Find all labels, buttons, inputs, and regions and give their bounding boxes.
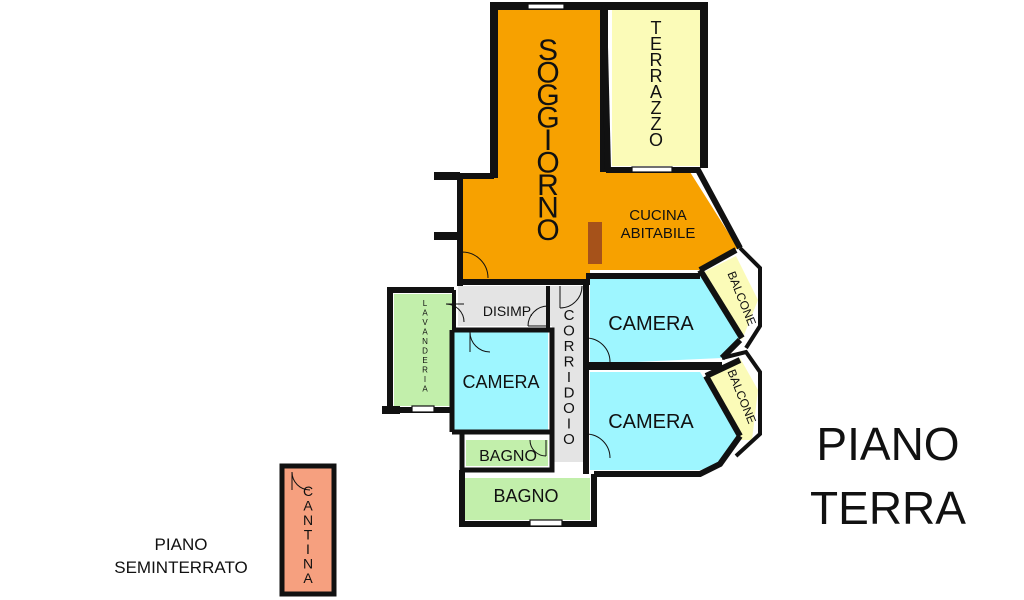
windows bbox=[411, 3, 673, 527]
bagno-small-area bbox=[466, 440, 548, 466]
walls bbox=[279, 2, 762, 597]
piano-terra-line2: TERRA bbox=[810, 482, 966, 534]
terrazzo-area bbox=[612, 8, 700, 166]
lavanderia-area bbox=[394, 294, 454, 406]
camera-top-label: CAMERA bbox=[608, 313, 694, 335]
disimpegno-label: DISIMP. bbox=[483, 303, 533, 319]
piano-seminterrato-line2: SEMINTERRATO bbox=[114, 558, 248, 577]
door-swings bbox=[291, 251, 611, 491]
balcone-top-area bbox=[704, 256, 758, 340]
piano-terra-line1: PIANO bbox=[816, 418, 959, 470]
camera-bottom-label: CAMERA bbox=[608, 411, 694, 433]
bagno-large-area bbox=[464, 478, 590, 520]
bagno-small-label: BAGNO bbox=[479, 448, 537, 465]
camera-top-area bbox=[590, 276, 740, 364]
soggiorno-area bbox=[458, 8, 738, 282]
balcone-bottom-area bbox=[706, 358, 758, 440]
camera-bottom-area bbox=[590, 372, 740, 470]
chimney-block bbox=[588, 222, 602, 264]
cucina-label-line2: ABITABILE bbox=[621, 225, 696, 242]
cucina-label-line1: CUCINA bbox=[629, 207, 687, 224]
bagno-large-label: BAGNO bbox=[493, 486, 558, 506]
camera-small-label: CAMERA bbox=[462, 372, 539, 392]
piano-seminterrato-line1: PIANO bbox=[155, 535, 208, 554]
